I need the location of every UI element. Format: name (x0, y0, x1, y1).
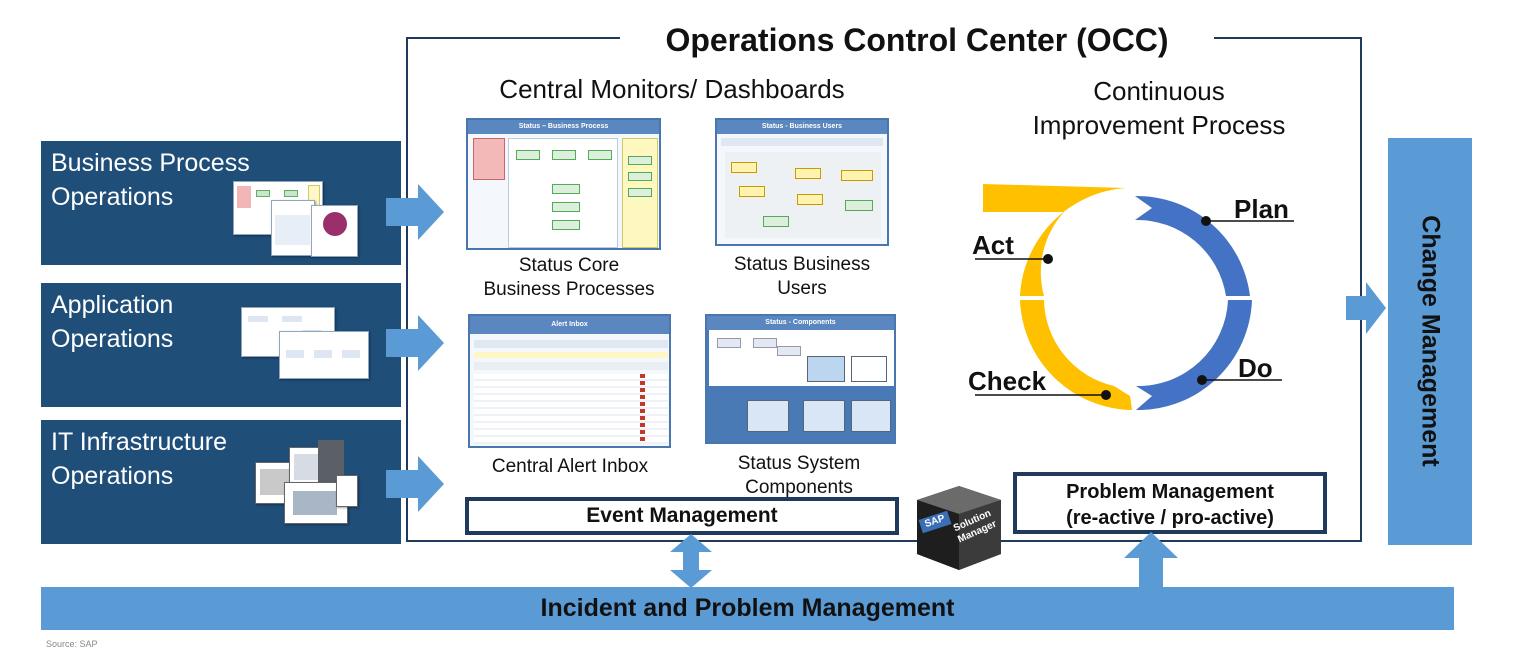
change-management-arrow-icon (1346, 282, 1386, 334)
problem-management-box: Problem Management (re-active / pro-acti… (1013, 472, 1327, 534)
check-arc (1020, 300, 1132, 410)
line-chart-thumbnail (271, 200, 315, 256)
status-core-business-processes-caption: Status Core Business Processes (483, 255, 655, 300)
application-operations-label: Application Operations (51, 291, 174, 353)
status-business-users-caption: Status Business Users (733, 254, 871, 299)
screen-title: Status – Business Process (468, 120, 659, 134)
pie-chart-thumbnail (311, 205, 358, 257)
status-business-process-screenshot: Status – Business Process (466, 118, 661, 250)
business-process-operations-label: Business Process Operations (51, 149, 250, 211)
plan-arc (1135, 195, 1250, 296)
business-process-arrow-icon (386, 184, 444, 240)
status-components-screenshot: Status - Components (705, 314, 896, 444)
continuous-improvement-heading: Continuous Improvement Process (1000, 74, 1318, 142)
central-monitors-heading: Central Monitors/ Dashboards (499, 74, 845, 104)
continuous-improvement-line2: Improvement Process (1032, 110, 1286, 140)
continuous-improvement-line1: Continuous (1093, 76, 1225, 106)
infrastructure-thumbnail-3 (284, 482, 348, 524)
act-arc (983, 184, 1126, 296)
up-arrow-icon (1124, 532, 1178, 588)
status-business-users-screenshot: Status - Business Users (715, 118, 889, 246)
change-management-label: Change Management (1416, 215, 1445, 467)
occ-title: Operations Control Center (OCC) (620, 18, 1214, 62)
pdca-cycle-diagram (975, 184, 1294, 411)
status-system-components-caption: Status System Components (737, 453, 861, 498)
central-alert-inbox-caption: Central Alert Inbox (491, 456, 649, 477)
act-label: Act (972, 230, 1014, 260)
do-label: Do (1238, 353, 1273, 383)
do-arc (1136, 300, 1252, 411)
it-infrastructure-operations-label: IT Infrastructure Operations (51, 428, 227, 490)
incident-problem-management-bar: Incident and Problem Management (41, 587, 1454, 630)
solution-manager-cube-icon (917, 486, 1001, 570)
change-management-box: Change Management (1388, 138, 1472, 545)
infrastructure-thumbnail-4 (336, 475, 358, 507)
problem-management-title: Problem Management (1066, 481, 1274, 503)
screen-title: Status - Business Users (717, 120, 887, 134)
source-note: Source: SAP (46, 639, 98, 649)
bidirectional-arrow-icon (670, 534, 712, 588)
event-management-box: Event Management (465, 497, 899, 535)
plan-label: Plan (1234, 194, 1289, 224)
alert-inbox-screenshot: Alert Inbox (468, 314, 671, 448)
infrastructure-arrow-icon (386, 456, 444, 512)
check-label: Check (968, 366, 1047, 396)
application-thumbnail-2 (279, 331, 369, 379)
application-arrow-icon (386, 315, 444, 371)
screen-title: Status - Components (707, 316, 894, 330)
problem-management-subtitle: (re-active / pro-active) (1066, 507, 1274, 529)
screen-title: Alert Inbox (470, 316, 669, 334)
